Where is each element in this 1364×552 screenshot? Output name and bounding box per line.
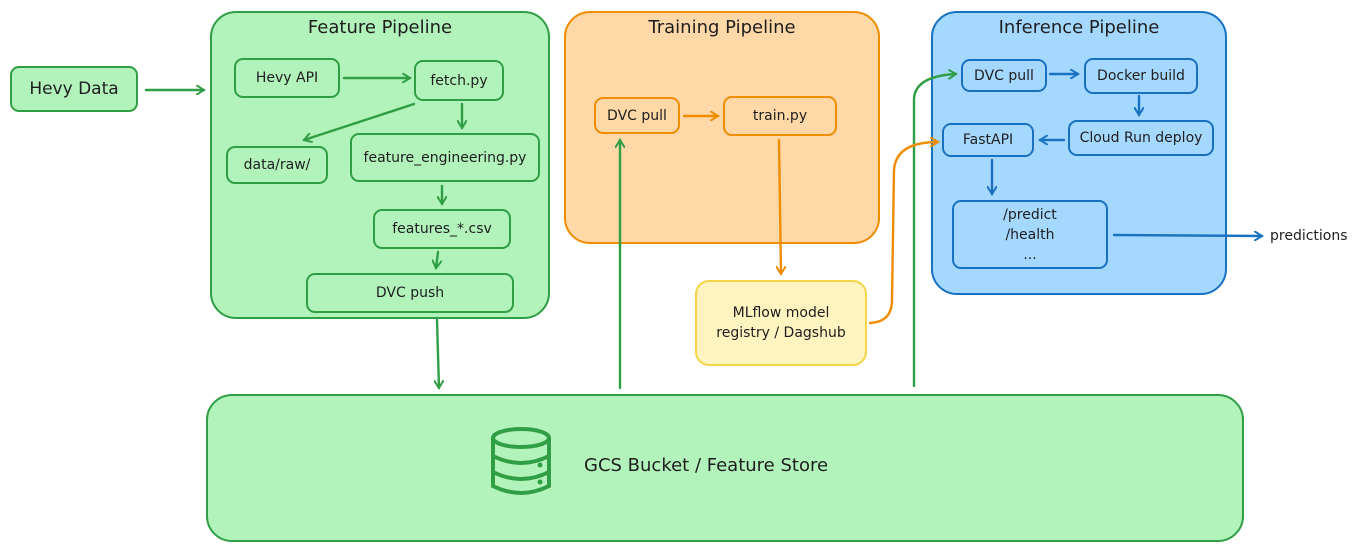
edge-registry-to-fastapi <box>868 142 938 325</box>
gcs-bucket-label: GCS Bucket / Feature Store <box>584 455 829 476</box>
hevy-api-node: Hevy API <box>234 58 340 98</box>
hevy-data-label: Hevy Data <box>29 79 119 99</box>
features-csv-node: features_*.csv <box>373 209 511 249</box>
training-dvc-pull-label: DVC pull <box>607 107 667 124</box>
endpoints-node: /predict /health ... <box>952 200 1108 269</box>
hevy-api-label: Hevy API <box>255 70 319 86</box>
feature-engineering-node: feature_engineering.py <box>350 133 540 182</box>
gcs-bucket-panel <box>206 394 1244 542</box>
inference-pipeline-title: Inference Pipeline <box>998 17 1160 38</box>
cloud-run-deploy-node: Cloud Run deploy <box>1068 120 1214 156</box>
predictions-label: predictions <box>1270 228 1348 244</box>
endpoints-label: /predict /health ... <box>1003 206 1057 263</box>
feature-pipeline-title: Feature Pipeline <box>307 17 453 38</box>
mlflow-registry-node <box>695 280 867 366</box>
edge-push-to-gcs <box>437 318 439 388</box>
cloud-run-deploy-label: Cloud Run deploy <box>1079 130 1203 146</box>
fastapi-label: FastAPI <box>962 132 1014 148</box>
feature-engineering-label: feature_engineering.py <box>363 149 527 166</box>
hevy-data-node: Hevy Data <box>10 66 138 112</box>
features-csv-label: features_*.csv <box>392 221 492 237</box>
database-icon <box>488 426 554 498</box>
train-node: train.py <box>723 96 837 136</box>
docker-build-label: Docker build <box>1097 68 1185 84</box>
fetch-node: fetch.py <box>414 60 504 101</box>
inference-dvc-pull-label: DVC pull <box>974 67 1034 84</box>
fastapi-node: FastAPI <box>942 123 1034 157</box>
inference-dvc-pull-node: DVC pull <box>961 59 1047 92</box>
docker-build-node: Docker build <box>1084 58 1198 94</box>
fetch-label: fetch.py <box>430 72 488 89</box>
mlflow-registry-label: MLflow model registry / Dagshub <box>716 305 846 341</box>
training-pipeline-title: Training Pipeline <box>648 17 796 38</box>
dvc-push-label: DVC push <box>375 285 445 301</box>
training-dvc-pull-node: DVC pull <box>594 97 680 134</box>
data-raw-node: data/raw/ <box>226 146 328 184</box>
data-raw-label: data/raw/ <box>243 157 311 173</box>
train-label: train.py <box>752 108 808 124</box>
dvc-push-node: DVC push <box>306 273 514 313</box>
